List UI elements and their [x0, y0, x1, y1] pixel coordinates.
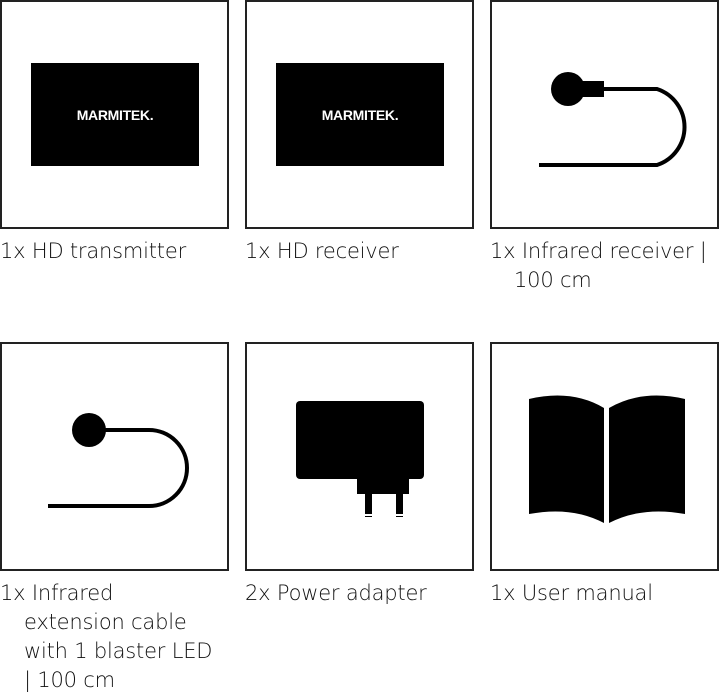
- item-hd-receiver: MARMITEK. 1x HD receiver: [245, 0, 474, 266]
- item-label: 1x Infrared receiver | 100 cm: [490, 239, 707, 292]
- device-icon: MARMITEK.: [31, 63, 199, 166]
- item-image-box: [490, 0, 719, 229]
- ir-blaster-cable-icon: [48, 413, 189, 508]
- item-power-adapter: 2x Power adapter: [245, 342, 474, 608]
- item-label: 1x HD receiver: [245, 239, 399, 263]
- item-user-manual: 1x User manual: [490, 342, 719, 608]
- item-label: 1x Infrared extension cable with 1 blast…: [0, 581, 213, 692]
- power-adapter-icon: [296, 401, 424, 517]
- item-label: 2x Power adapter: [245, 581, 427, 605]
- item-infrared-receiver: 1x Infrared receiver | 100 cm: [490, 0, 719, 295]
- item-image-box: [245, 342, 474, 571]
- ir-receiver-cable-icon: [539, 72, 687, 167]
- item-label: 1x HD transmitter: [0, 239, 186, 263]
- device-icon: MARMITEK.: [276, 63, 444, 166]
- item-image-box: MARMITEK.: [245, 0, 474, 229]
- brand-logo: MARMITEK.: [321, 106, 399, 123]
- item-infrared-extension-cable: 1x Infrared extension cable with 1 blast…: [0, 342, 229, 695]
- item-image-box: [0, 342, 229, 571]
- book-icon: [529, 395, 685, 523]
- item-hd-transmitter: MARMITEK. 1x HD transmitter: [0, 0, 229, 266]
- brand-logo: MARMITEK.: [76, 106, 154, 123]
- item-image-box: [490, 342, 719, 571]
- item-image-box: MARMITEK.: [0, 0, 229, 229]
- item-label: 1x User manual: [490, 581, 653, 605]
